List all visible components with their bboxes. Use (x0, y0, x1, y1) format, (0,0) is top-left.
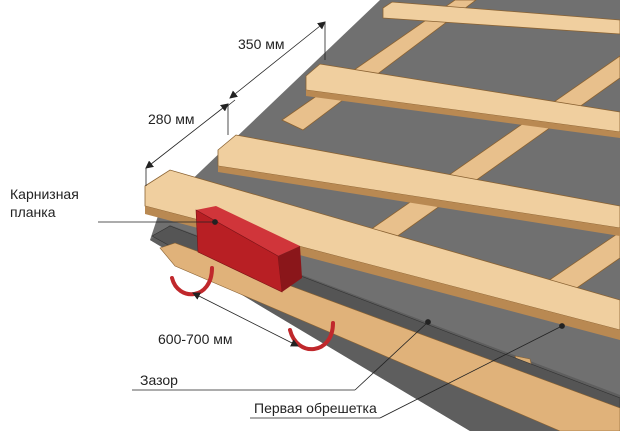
fascia-board (159, 242, 620, 432)
hook-spacing-label: 600-700 мм (158, 331, 233, 347)
leader-lines (98, 219, 565, 419)
eave-plank-label-line2: планка (10, 204, 56, 220)
first-batten-label: Первая обрешетка (254, 400, 377, 416)
eave-plank (195, 206, 302, 293)
dimension-lines (145, 21, 326, 347)
first-batten (144, 169, 620, 331)
dimension-label-280: 280 мм (148, 111, 195, 127)
eave-plank-label-line1: Карнизная (10, 186, 79, 202)
gap-label: Зазор (140, 372, 178, 388)
dimension-label-350: 350 мм (238, 36, 285, 52)
batten-top (382, 1, 620, 35)
